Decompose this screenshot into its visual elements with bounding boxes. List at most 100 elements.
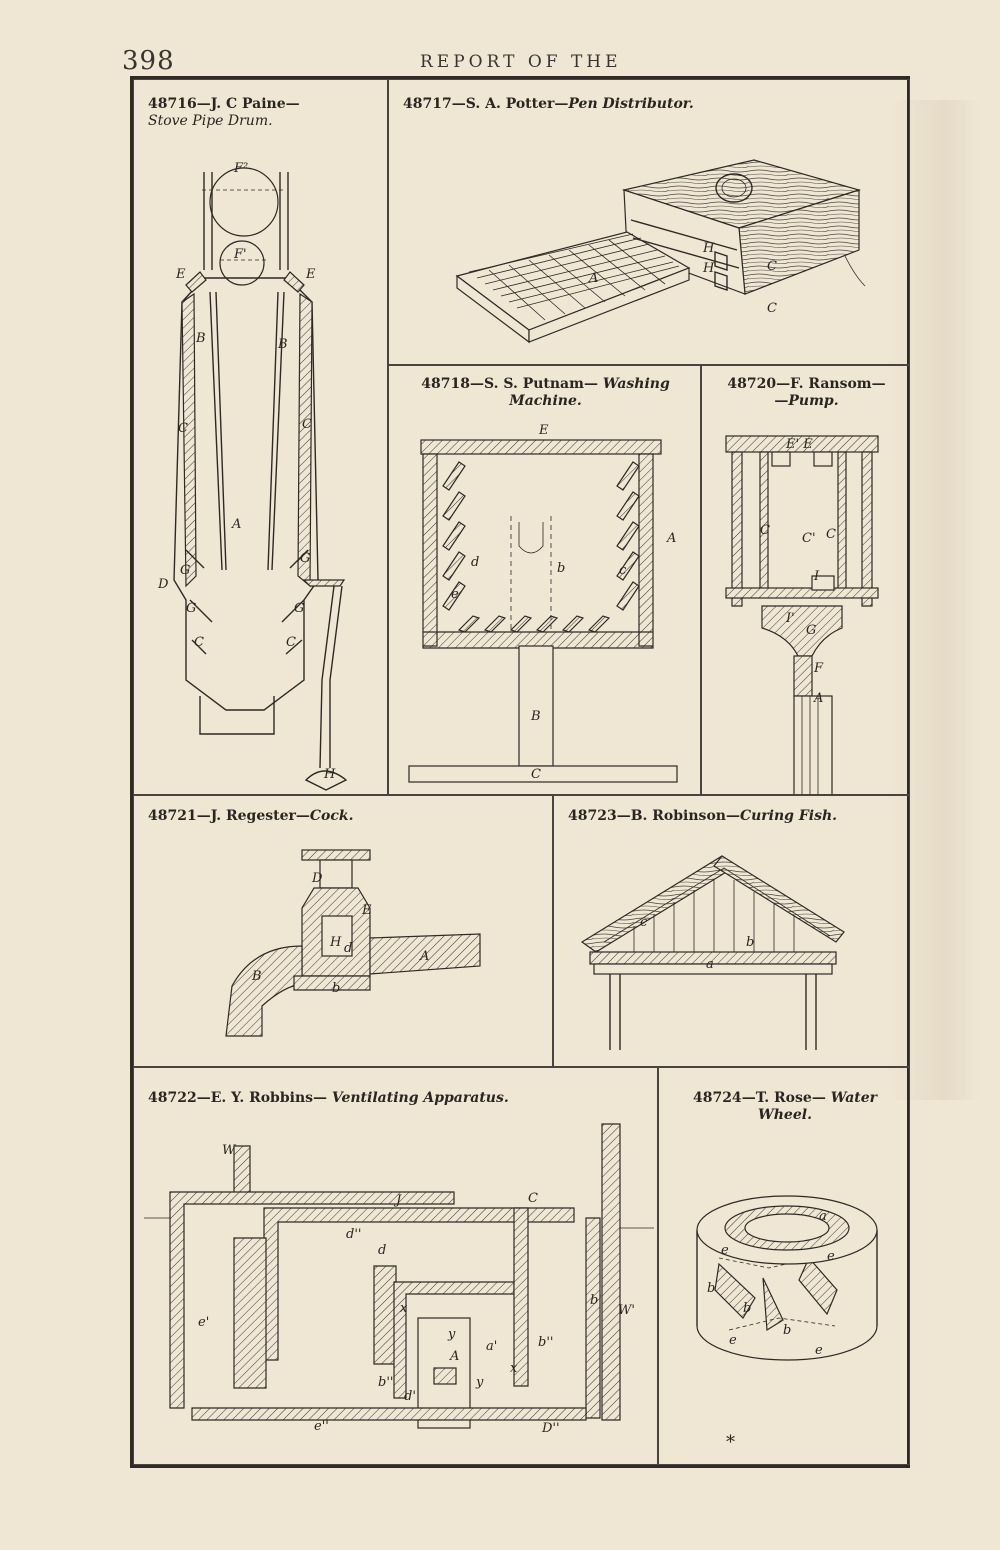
duct-W-prime [585,1217,601,1419]
patent-number: 48720 [727,376,777,392]
spout-A [369,933,481,975]
label-A: A [419,949,429,964]
rack-legs [609,974,817,1050]
label-F2: F² [233,161,248,176]
label-G1: G [180,563,190,578]
pump-rods [731,451,873,607]
washer-slats [442,461,640,633]
furnace-door [433,1367,457,1385]
pipe-A [793,695,833,794]
inner-flue [209,291,285,571]
flue-walls-top [203,172,289,270]
label-C4: C [286,635,296,650]
label-b2: b [743,1301,751,1316]
label-F: F [813,661,824,676]
valve-E2 [813,451,833,467]
label-J: J [393,1193,402,1208]
label-A: A [813,691,823,706]
ventilator-drawing: W J C d'' d e' b' W' y A a' b'' x b'' y … [144,1123,654,1436]
duct-e-prime [169,1191,455,1409]
wheel-hub-inner [744,1213,830,1243]
plug-H [321,915,353,957]
washer-drawing: E A d b e c B C [408,423,678,783]
plate-48722: 48722—E. Y. Robbins— Ventilating Apparat… [133,1067,658,1465]
drawer-knobs [714,251,728,291]
patent-number: 48718 [421,376,470,392]
agitator-guides [510,516,552,630]
label-C1: C [767,259,777,274]
label-I: I [813,569,820,584]
patent-number: 48722 [148,1090,197,1106]
wheel-sides [696,1230,878,1326]
label-b-double-left: b'' [378,1375,393,1390]
label-A: A [449,1349,459,1364]
caption-48717: 48717—S. A. Potter—Pen Distributor. [403,96,694,112]
label-EE: E' E [785,437,813,452]
drying-racks [633,880,795,956]
printer-mark: * [726,1432,735,1453]
label-D: D [157,577,169,592]
stove-drum-drawing: F² F' E E B B C C A G G D G G C C H [157,161,348,791]
fish-rack-drawing: c b a [580,855,845,1050]
waterway-b [293,975,371,991]
drawer-slots [630,219,740,269]
label-e3: e [729,1333,737,1348]
label-a: a [819,1209,827,1224]
label-B-right: B [277,337,288,352]
label-C-left: C [760,523,770,538]
label-H: H [323,767,336,782]
wheel-buckets [714,1256,838,1332]
label-d: d [378,1243,386,1258]
label-c: c [640,915,648,930]
patentee: F. Ransom [790,376,872,392]
label-b3: b [783,1323,791,1338]
duct-d [373,1265,397,1365]
box-seal [715,173,753,203]
label-a: a [706,957,714,972]
invention-title: Washing Machine. [509,376,670,409]
label-G4: G [294,601,304,616]
valve-E1 [771,451,791,467]
label-W: W [222,1143,237,1158]
label-W-prime: W' [618,1303,635,1318]
invention-title: Stove Pipe Drum. [148,113,273,129]
label-E: E [538,423,549,438]
post-B [518,645,554,767]
label-e-double: e'' [314,1419,329,1434]
baffles [185,549,309,655]
label-b-prime: b' [590,1293,602,1308]
pen-box-drawing: A H H C C [455,159,866,344]
label-C2: C [767,301,777,316]
label-C: C [531,767,541,782]
patentee: B. Robinson [630,808,726,824]
label-e1: e [721,1243,729,1258]
label-A: A [588,271,598,286]
label-H1: H [702,241,715,256]
label-F1: F' [233,247,247,262]
drum-upper-circle [209,167,279,237]
caption-48722: 48722—E. Y. Robbins— Ventilating Apparat… [148,1090,509,1106]
patent-number: 48721 [148,808,197,824]
invention-title: Curing Fish. [739,808,838,824]
washer-lid [420,439,662,455]
invention-title: Pen Distributor. [568,96,694,112]
floor-duct-e-double [191,1407,587,1421]
patentee: S. S. Putnam [483,376,584,392]
label-C-right: C [826,527,836,542]
label-H: H [329,935,342,950]
chimney-b-prime [233,1237,267,1389]
pipe-H-foot [304,770,348,791]
label-d: d [344,941,352,956]
plate-48720: 48720—F. Ransom——Pump. E' E C C' C I I' … [701,365,910,795]
label-C3: C [194,635,204,650]
label-x: x [400,1301,408,1316]
label-c: c [619,563,627,578]
caption-48718: 48718—S. S. Putnam— Washing Machine. [421,376,670,409]
barrel-walls [759,451,847,593]
label-D-double: D'' [541,1421,560,1436]
label-a-prime: a' [486,1339,497,1354]
label-b: b [557,561,565,576]
agitator-b [518,522,544,554]
pump-lower-plate [725,587,879,599]
duct-a-prime [513,1207,529,1387]
